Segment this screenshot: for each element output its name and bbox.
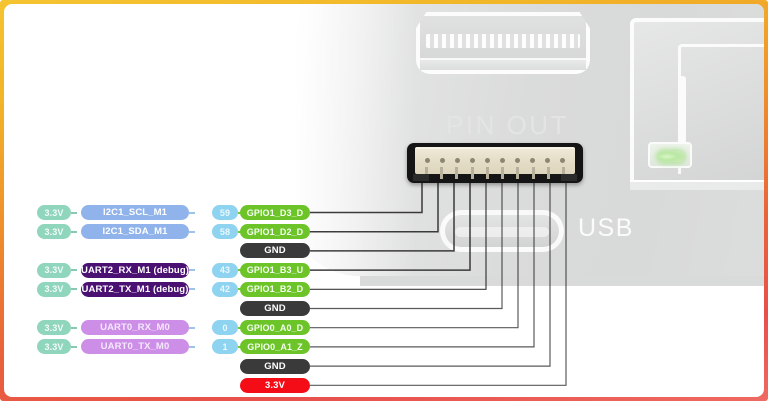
connector-hole: [455, 157, 460, 163]
gpio-pill: GPIO1_B2_D: [240, 281, 310, 297]
connector-slot: [561, 167, 565, 179]
connector-hole: [500, 157, 505, 163]
gpio-pill: GPIO0_A0_D: [240, 320, 310, 336]
pin-number-badge: 0: [212, 320, 238, 336]
connector-slots: [425, 167, 565, 179]
function-pill: I2C1_SCL_M1: [81, 205, 189, 220]
ethernet-port: [630, 18, 764, 188]
connector-dash: [189, 345, 195, 348]
usb-label: USB: [578, 214, 634, 242]
function-pill: I2C1_SDA_M1: [81, 224, 189, 240]
connector-foot-left: [413, 174, 429, 181]
power-pill-33v: 3.3V: [37, 320, 71, 336]
connector-slot: [501, 167, 505, 179]
power-pill-33v: 3.3V: [37, 205, 71, 220]
connector-hole: [515, 157, 520, 163]
connector-dash: [71, 269, 77, 272]
connector-slot: [546, 167, 550, 179]
connector-dash: [71, 230, 77, 233]
connector-dash: [71, 288, 77, 291]
connector-dash: [71, 345, 77, 348]
hdmi-lip: [420, 58, 586, 70]
connector-dash: [189, 230, 195, 233]
power-pill-33v-red: 3.3V: [240, 377, 310, 393]
gpio-pill: GPIO1_D2_D: [240, 224, 310, 240]
gnd-pill: GND: [240, 301, 310, 316]
power-pill-33v: 3.3V: [37, 262, 71, 278]
connector-dash: [71, 326, 77, 329]
connector-slot: [470, 167, 474, 179]
connector-hole: [560, 157, 565, 163]
ethernet-notch: [678, 76, 686, 148]
connector-slot: [425, 167, 428, 179]
connector-body: [415, 147, 575, 179]
pin-header-connector: [407, 143, 583, 183]
connector-dash: [189, 288, 195, 291]
gnd-pill: GND: [240, 243, 310, 259]
function-pill: UART2_TX_M1 (debug): [81, 281, 189, 297]
gpio-pill: GPIO1_D3_D: [240, 205, 310, 220]
connector-foot-right: [561, 174, 577, 181]
connector-hole: [530, 157, 535, 163]
ethernet-bottom-bar: [630, 180, 764, 190]
hdmi-port: [416, 12, 590, 74]
connector-dash: [71, 211, 77, 214]
connector-hole: [440, 157, 445, 163]
connector-hole: [425, 157, 430, 163]
ethernet-led: [648, 142, 692, 168]
function-pill: UART2_RX_M1 (debug): [81, 262, 189, 278]
gnd-pill: GND: [240, 358, 310, 374]
power-pill-33v: 3.3V: [37, 281, 71, 297]
connector-slot: [440, 167, 444, 179]
pin-number-badge: 42: [212, 281, 238, 297]
function-pill: UART0_RX_M0: [81, 320, 189, 336]
gpio-pill: GPIO1_B3_U: [240, 262, 310, 278]
connector-hole: [470, 157, 475, 163]
led-glow: [658, 151, 684, 162]
function-pill: UART0_TX_M0: [81, 339, 189, 355]
connector-dash: [189, 211, 195, 214]
connector-hole: [485, 157, 490, 163]
connector-dash: [189, 269, 195, 272]
hdmi-contacts: [426, 34, 580, 48]
pin-number-badge: 59: [212, 205, 238, 220]
power-pill-33v: 3.3V: [37, 339, 71, 355]
pinout-label: PIN OUT: [446, 110, 569, 140]
power-pill-33v: 3.3V: [37, 224, 71, 240]
connector-slot: [485, 167, 489, 179]
connector-holes: [425, 156, 565, 164]
pin-number-badge: 58: [212, 224, 238, 240]
connector-hole: [545, 157, 550, 163]
pin-number-badge: 1: [212, 339, 238, 355]
connector-slot: [516, 167, 520, 179]
gpio-pill: GPIO0_A1_Z: [240, 339, 310, 355]
connector-slot: [531, 167, 535, 179]
pin-number-badge: 43: [212, 262, 238, 278]
connector-dash: [189, 326, 195, 329]
connector-slot: [455, 167, 459, 179]
